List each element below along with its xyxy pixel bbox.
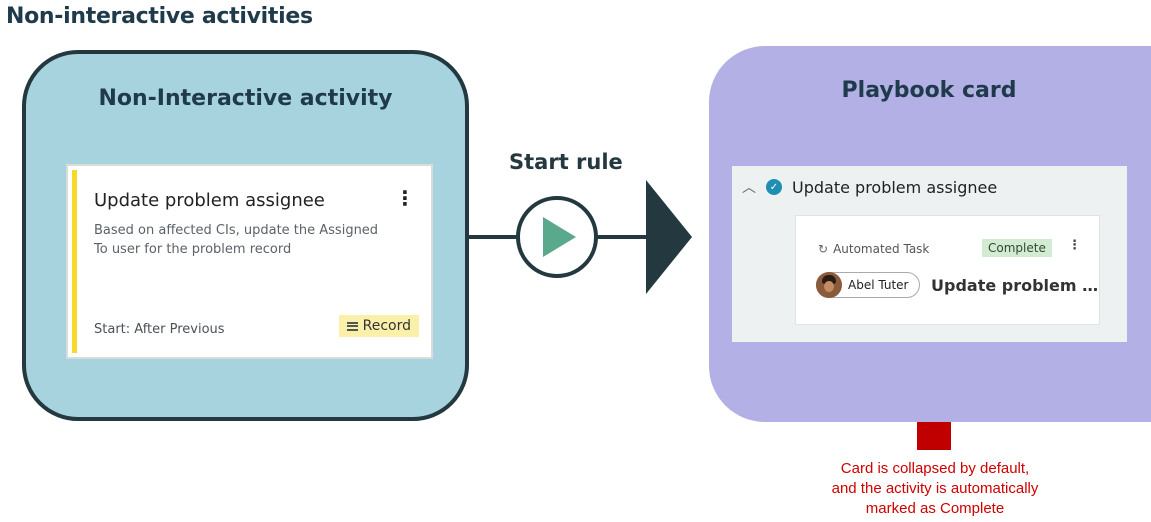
- card-accent-bar: [72, 170, 77, 353]
- playbook-card-title: Update problem assignee: [792, 177, 998, 197]
- annotation-line: marked as Complete: [865, 500, 1005, 517]
- check-circle-icon: ✓: [766, 179, 782, 195]
- chevron-up-icon[interactable]: ︿: [742, 180, 756, 196]
- page-title: Non-interactive activities: [6, 4, 313, 29]
- playbook-card-panel: Playbook card ︿ ✓ Update problem assigne…: [709, 46, 1151, 422]
- non-interactive-activity-panel: Non-Interactive activity Update problem …: [22, 50, 469, 421]
- status-badge: Complete: [982, 239, 1052, 257]
- sync-icon: ↻: [818, 242, 829, 256]
- start-rule-label: Start rule: [509, 150, 623, 174]
- assignee-name: Abel Tuter: [848, 278, 909, 292]
- kebab-menu-icon[interactable]: ⋮: [395, 186, 415, 210]
- card-title: Update problem assignee: [94, 190, 325, 211]
- task-type-label: Automated Task: [833, 242, 930, 256]
- annotation-line: and the activity is automatically: [831, 480, 1039, 497]
- record-button-label: Record: [362, 318, 411, 334]
- assignee-pill[interactable]: Abel Tuter: [816, 272, 920, 298]
- list-icon: [346, 321, 358, 331]
- playbook-card[interactable]: ︿ ✓ Update problem assignee ↻ Automated …: [732, 166, 1127, 342]
- task-title: Update problem …: [931, 276, 1099, 295]
- avatar: [816, 272, 842, 298]
- card-start-condition: Start: After Previous: [94, 322, 225, 337]
- panel-title: Non-Interactive activity: [98, 86, 393, 111]
- playbook-card-header[interactable]: ︿ ✓ Update problem assignee: [742, 177, 997, 197]
- kebab-menu-icon[interactable]: ⋮: [1068, 238, 1081, 253]
- panel-title: Playbook card: [841, 78, 1017, 103]
- record-button[interactable]: Record: [338, 315, 419, 337]
- card-description: Based on affected CIs, update the Assign…: [94, 223, 379, 257]
- annotation-text: Card is collapsed by default, and the ac…: [770, 459, 1100, 519]
- activity-card[interactable]: Update problem assignee ⋮ Based on affec…: [66, 164, 433, 359]
- annotation-line: Card is collapsed by default,: [840, 460, 1030, 477]
- arrow-head-icon: [646, 180, 692, 294]
- task-type: ↻ Automated Task: [818, 242, 929, 256]
- play-icon: [543, 217, 576, 257]
- task-card[interactable]: ↻ Automated Task Complete ⋮ Abel Tuter U…: [795, 215, 1100, 325]
